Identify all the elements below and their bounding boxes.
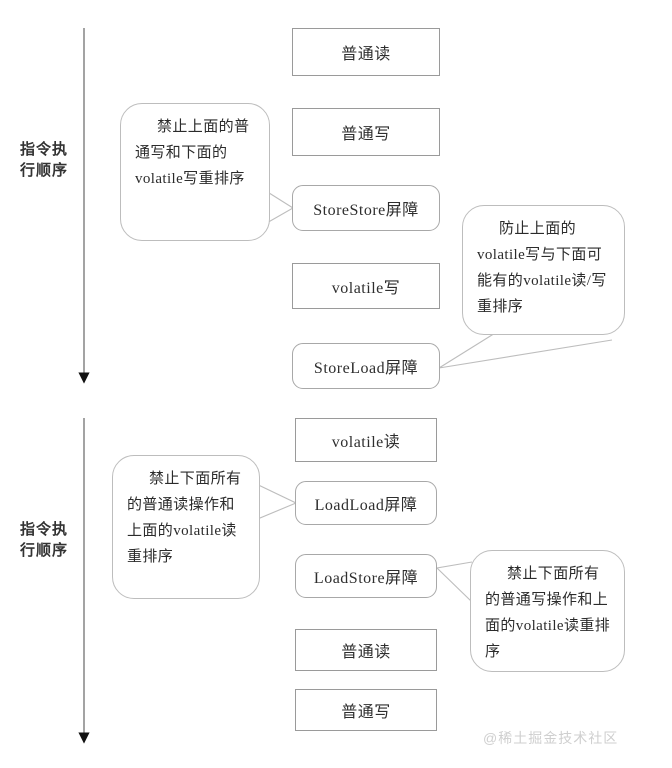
callout-storeload: 防止上面的volatile写与下面可能有的volatile读/写重排序 [462, 205, 625, 335]
op-box-loadstore-barrier[interactable]: LoadStore屏障 [295, 554, 437, 598]
watermark: @稀土掘金技术社区 [483, 730, 619, 746]
instruction-order-label-read: 指令执 行顺序 [6, 520, 82, 562]
order-label-line-2: 行顺序 [19, 543, 68, 559]
op-box-storestore-barrier[interactable]: StoreStore屏障 [292, 185, 440, 231]
callout-loadstore: 禁止下面所有的普通写操作和上面的volatile读重排序 [470, 550, 625, 672]
callout-loadload: 禁止下面所有的普通读操作和上面的volatile读重排序 [112, 455, 260, 599]
op-box-volatile-write[interactable]: volatile写 [292, 263, 440, 309]
order-label-line-1: 指令执 [19, 142, 68, 158]
op-box-storeload-barrier[interactable]: StoreLoad屏障 [292, 343, 440, 389]
op-box-normal-write-bottom[interactable]: 普通写 [295, 689, 437, 731]
op-box-volatile-read[interactable]: volatile读 [295, 418, 437, 462]
callout-loadload-text: 禁止下面所有的普通读操作和上面的volatile读重排序 [127, 471, 242, 565]
callout-loadstore-text: 禁止下面所有的普通写操作和上面的volatile读重排序 [485, 566, 611, 660]
callout-storestore-text: 禁止上面的普通写和下面的volatile写重排序 [135, 119, 250, 187]
op-box-normal-read-top[interactable]: 普通读 [292, 28, 440, 76]
callout-storestore: 禁止上面的普通写和下面的volatile写重排序 [120, 103, 270, 241]
callout-storeload-text: 防止上面的volatile写与下面可能有的volatile读/写重排序 [477, 221, 607, 315]
instruction-order-label-write: 指令执 行顺序 [6, 140, 82, 182]
op-box-normal-read-bottom[interactable]: 普通读 [295, 629, 437, 671]
order-label-line-1: 指令执 [19, 522, 68, 538]
order-label-line-2: 行顺序 [19, 163, 68, 179]
op-box-loadload-barrier[interactable]: LoadLoad屏障 [295, 481, 437, 525]
op-box-normal-write-top[interactable]: 普通写 [292, 108, 440, 156]
